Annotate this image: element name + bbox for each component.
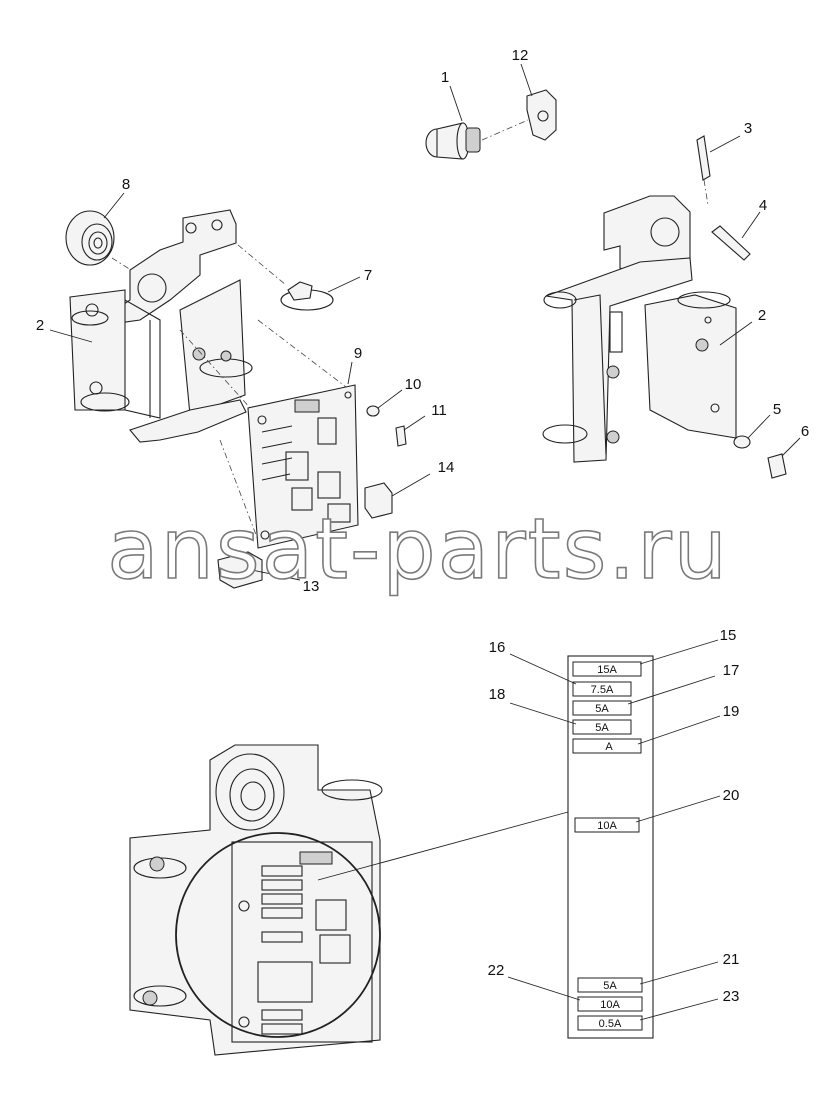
callout-20: 20 bbox=[723, 787, 740, 804]
right-bracket-assembly bbox=[542, 195, 737, 463]
detail-leader bbox=[317, 811, 569, 881]
fuse-16: 7.5A bbox=[572, 681, 632, 697]
callout-2-right: 2 bbox=[758, 307, 766, 324]
fuse-18: 5A bbox=[572, 719, 632, 735]
callout-3: 3 bbox=[744, 120, 752, 137]
part-3-pin bbox=[696, 135, 711, 206]
fuse-strip: 15A 7.5A 5A 5A A 10A 5A 10A bbox=[567, 655, 654, 1039]
leader-lines bbox=[49, 63, 801, 1021]
fuse-19: A bbox=[572, 738, 642, 754]
fuse-21: 5A bbox=[577, 977, 643, 993]
assembled-view bbox=[129, 744, 383, 1056]
callout-13: 13 bbox=[303, 578, 320, 595]
part-12-bracket bbox=[526, 89, 557, 141]
part-1-switch-knob bbox=[425, 119, 529, 160]
callout-17: 17 bbox=[723, 662, 740, 679]
callout-21: 21 bbox=[723, 951, 740, 968]
part-10-washer bbox=[366, 405, 380, 417]
part-9-circuit-board bbox=[247, 384, 359, 549]
fuse-20: 10A bbox=[574, 817, 640, 833]
svg-text:10A: 10A bbox=[597, 820, 617, 832]
part-8-buzzer bbox=[65, 210, 151, 283]
callout-16: 16 bbox=[489, 639, 506, 656]
svg-text:5A: 5A bbox=[595, 703, 609, 715]
svg-text:10A: 10A bbox=[600, 999, 620, 1011]
callout-19: 19 bbox=[723, 703, 740, 720]
callout-11: 11 bbox=[431, 402, 447, 419]
svg-text:A: A bbox=[605, 741, 613, 753]
callout-7: 7 bbox=[364, 267, 372, 284]
callout-12: 12 bbox=[512, 47, 529, 64]
svg-text:15A: 15A bbox=[597, 664, 617, 676]
part-13-connector bbox=[217, 551, 263, 589]
detail-circle bbox=[175, 832, 381, 1043]
part-6-screw bbox=[767, 453, 787, 479]
fuse-23: 0.5A bbox=[577, 1015, 643, 1031]
callout-9: 9 bbox=[354, 345, 362, 362]
callout-5: 5 bbox=[773, 401, 781, 418]
callout-2-left: 2 bbox=[36, 317, 44, 334]
callout-18: 18 bbox=[489, 686, 506, 703]
callout-10: 10 bbox=[405, 376, 422, 393]
left-bracket-assembly bbox=[69, 209, 351, 541]
fuse-22: 10A bbox=[577, 996, 643, 1012]
part-5-washer bbox=[733, 435, 751, 449]
part-11-screw bbox=[395, 425, 407, 447]
callout-labels: 1 12 3 4 8 7 2 2 9 10 11 5 6 14 13 15 16… bbox=[36, 47, 809, 1005]
svg-text:5A: 5A bbox=[595, 722, 609, 734]
callout-23: 23 bbox=[723, 988, 740, 1005]
callout-14: 14 bbox=[438, 459, 455, 476]
fuse-15: 15A bbox=[572, 661, 642, 677]
callout-6: 6 bbox=[801, 423, 809, 440]
watermark-text: ansat-parts.ru bbox=[107, 500, 729, 598]
fuse-17: 5A bbox=[572, 700, 632, 716]
svg-text:0.5A: 0.5A bbox=[599, 1018, 622, 1030]
part-7-clamp bbox=[280, 281, 334, 311]
part-4-pin bbox=[711, 225, 751, 261]
part-14-relay bbox=[364, 482, 393, 519]
callout-15: 15 bbox=[720, 627, 737, 644]
callout-4: 4 bbox=[759, 197, 767, 214]
callout-8: 8 bbox=[122, 176, 130, 193]
callout-1: 1 bbox=[441, 69, 449, 86]
svg-text:7.5A: 7.5A bbox=[591, 684, 614, 696]
callout-22: 22 bbox=[488, 962, 505, 979]
svg-text:5A: 5A bbox=[603, 980, 617, 992]
